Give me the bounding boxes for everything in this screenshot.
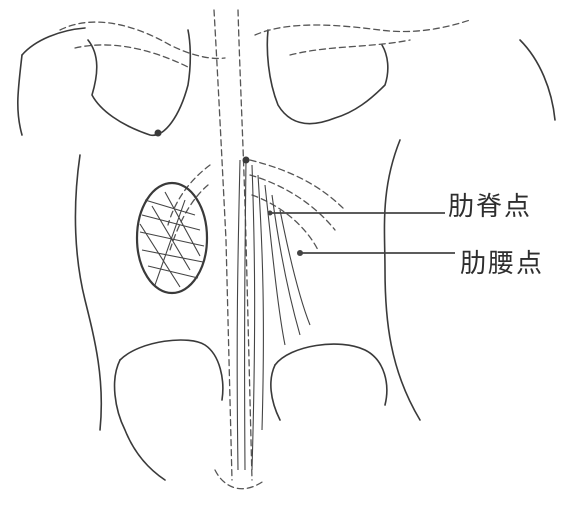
- spine: [214, 10, 252, 480]
- kidney: [137, 183, 207, 293]
- torso-outline: [18, 28, 555, 430]
- ribs: [168, 160, 345, 250]
- leader-lines: [268, 211, 456, 257]
- costolumbar-point-label: 肋腰点: [460, 243, 544, 280]
- right-scapula: [255, 20, 470, 124]
- left-scapula: [60, 22, 225, 136]
- costovertebral-point-label: 肋脊点: [448, 186, 532, 223]
